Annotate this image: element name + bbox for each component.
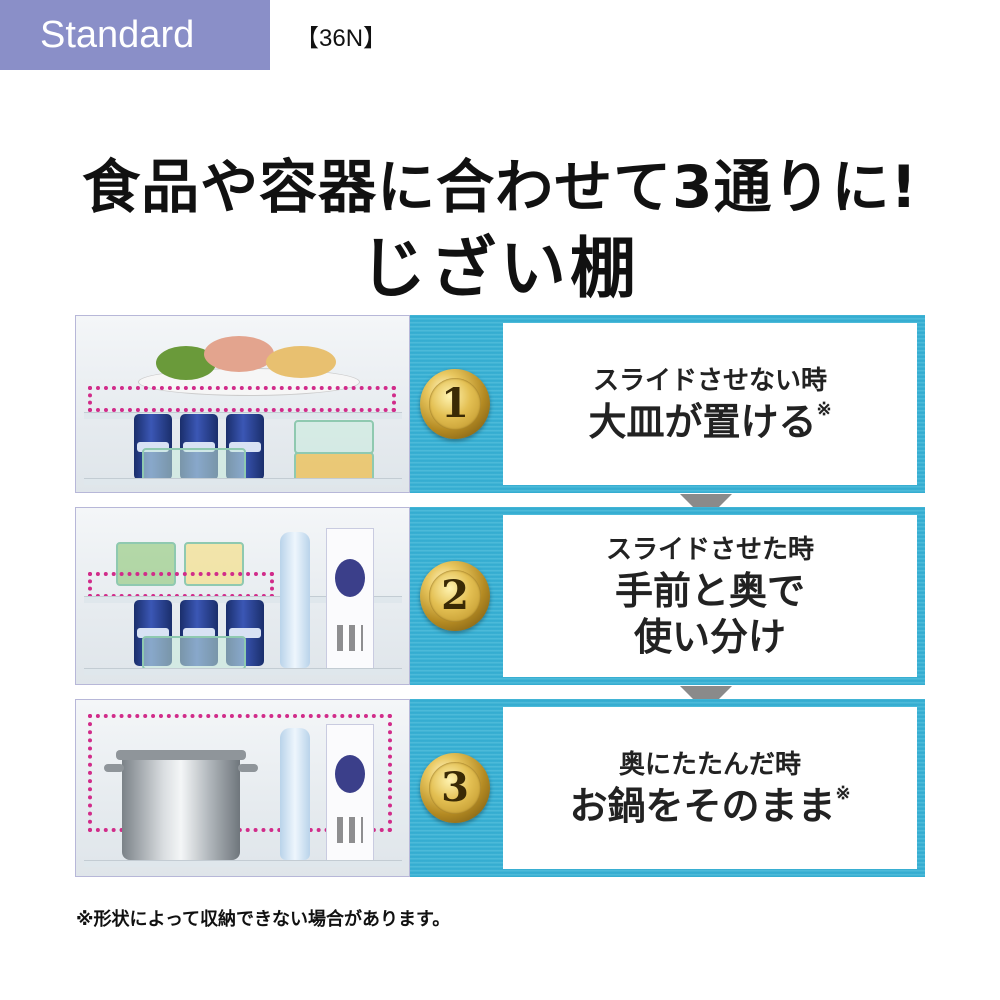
food-item [204,336,274,372]
shelf-highlight-frame [88,386,396,412]
model-label: 【36N】 [295,25,388,52]
caption-large: 手前と奥で [614,567,805,613]
pot-handle [104,764,124,772]
feature-row-3: 3 奥にたたんだ時 お鍋をそのまま※ [75,699,925,877]
fridge-photo-3 [75,699,410,877]
feature-row-1: 1 スライドさせない時 大皿が置ける※ [75,315,925,493]
water-bottle [280,728,310,860]
container [294,420,374,454]
caption-small: スライドさせない時 [592,365,827,396]
caption-large: お鍋をそのまま※ [569,782,851,828]
container [142,448,246,482]
pot-rim [116,750,246,760]
shelf [84,860,402,867]
number-medal-3: 3 [420,753,490,823]
caption-large: 大皿が置ける※ [588,398,832,444]
shelf-highlight-frame [88,714,392,832]
shelf [84,668,402,675]
milk-carton [326,528,374,670]
water-bottle [280,532,310,668]
headline-line1: 食品や容器に合わせて3通りに! [82,153,918,221]
number-medal-1: 1 [420,369,490,439]
headline-line2: じざい棚 [360,230,640,307]
fridge-photo-2 [75,507,410,685]
container [142,636,246,670]
caption-small: スライドさせた時 [605,534,814,565]
cooking-pot [122,756,240,860]
feature-row-2: 2 スライドさせた時 手前と奥で 使い分け [75,507,925,685]
caption-large: 使い分け [633,613,786,659]
number-medal-2: 2 [420,561,490,631]
caption-panel-1: スライドさせない時 大皿が置ける※ [503,323,917,485]
caption-panel-3: 奥にたたんだ時 お鍋をそのまま※ [503,707,917,869]
shelf-highlight-frame [88,572,274,598]
food-item [266,346,336,378]
shelf [84,478,402,485]
caption-panel-2: スライドさせた時 手前と奥で 使い分け [503,515,917,677]
container [116,542,176,586]
caption-small: 奥にたたんだ時 [618,749,801,780]
fridge-photo-1 [75,315,410,493]
pot-handle [238,764,258,772]
standard-badge: Standard [0,0,270,70]
container [184,542,244,586]
shelf [84,596,402,603]
footnote: ※形状によって収納できない場合があります。 [76,909,451,930]
milk-carton [326,724,374,862]
